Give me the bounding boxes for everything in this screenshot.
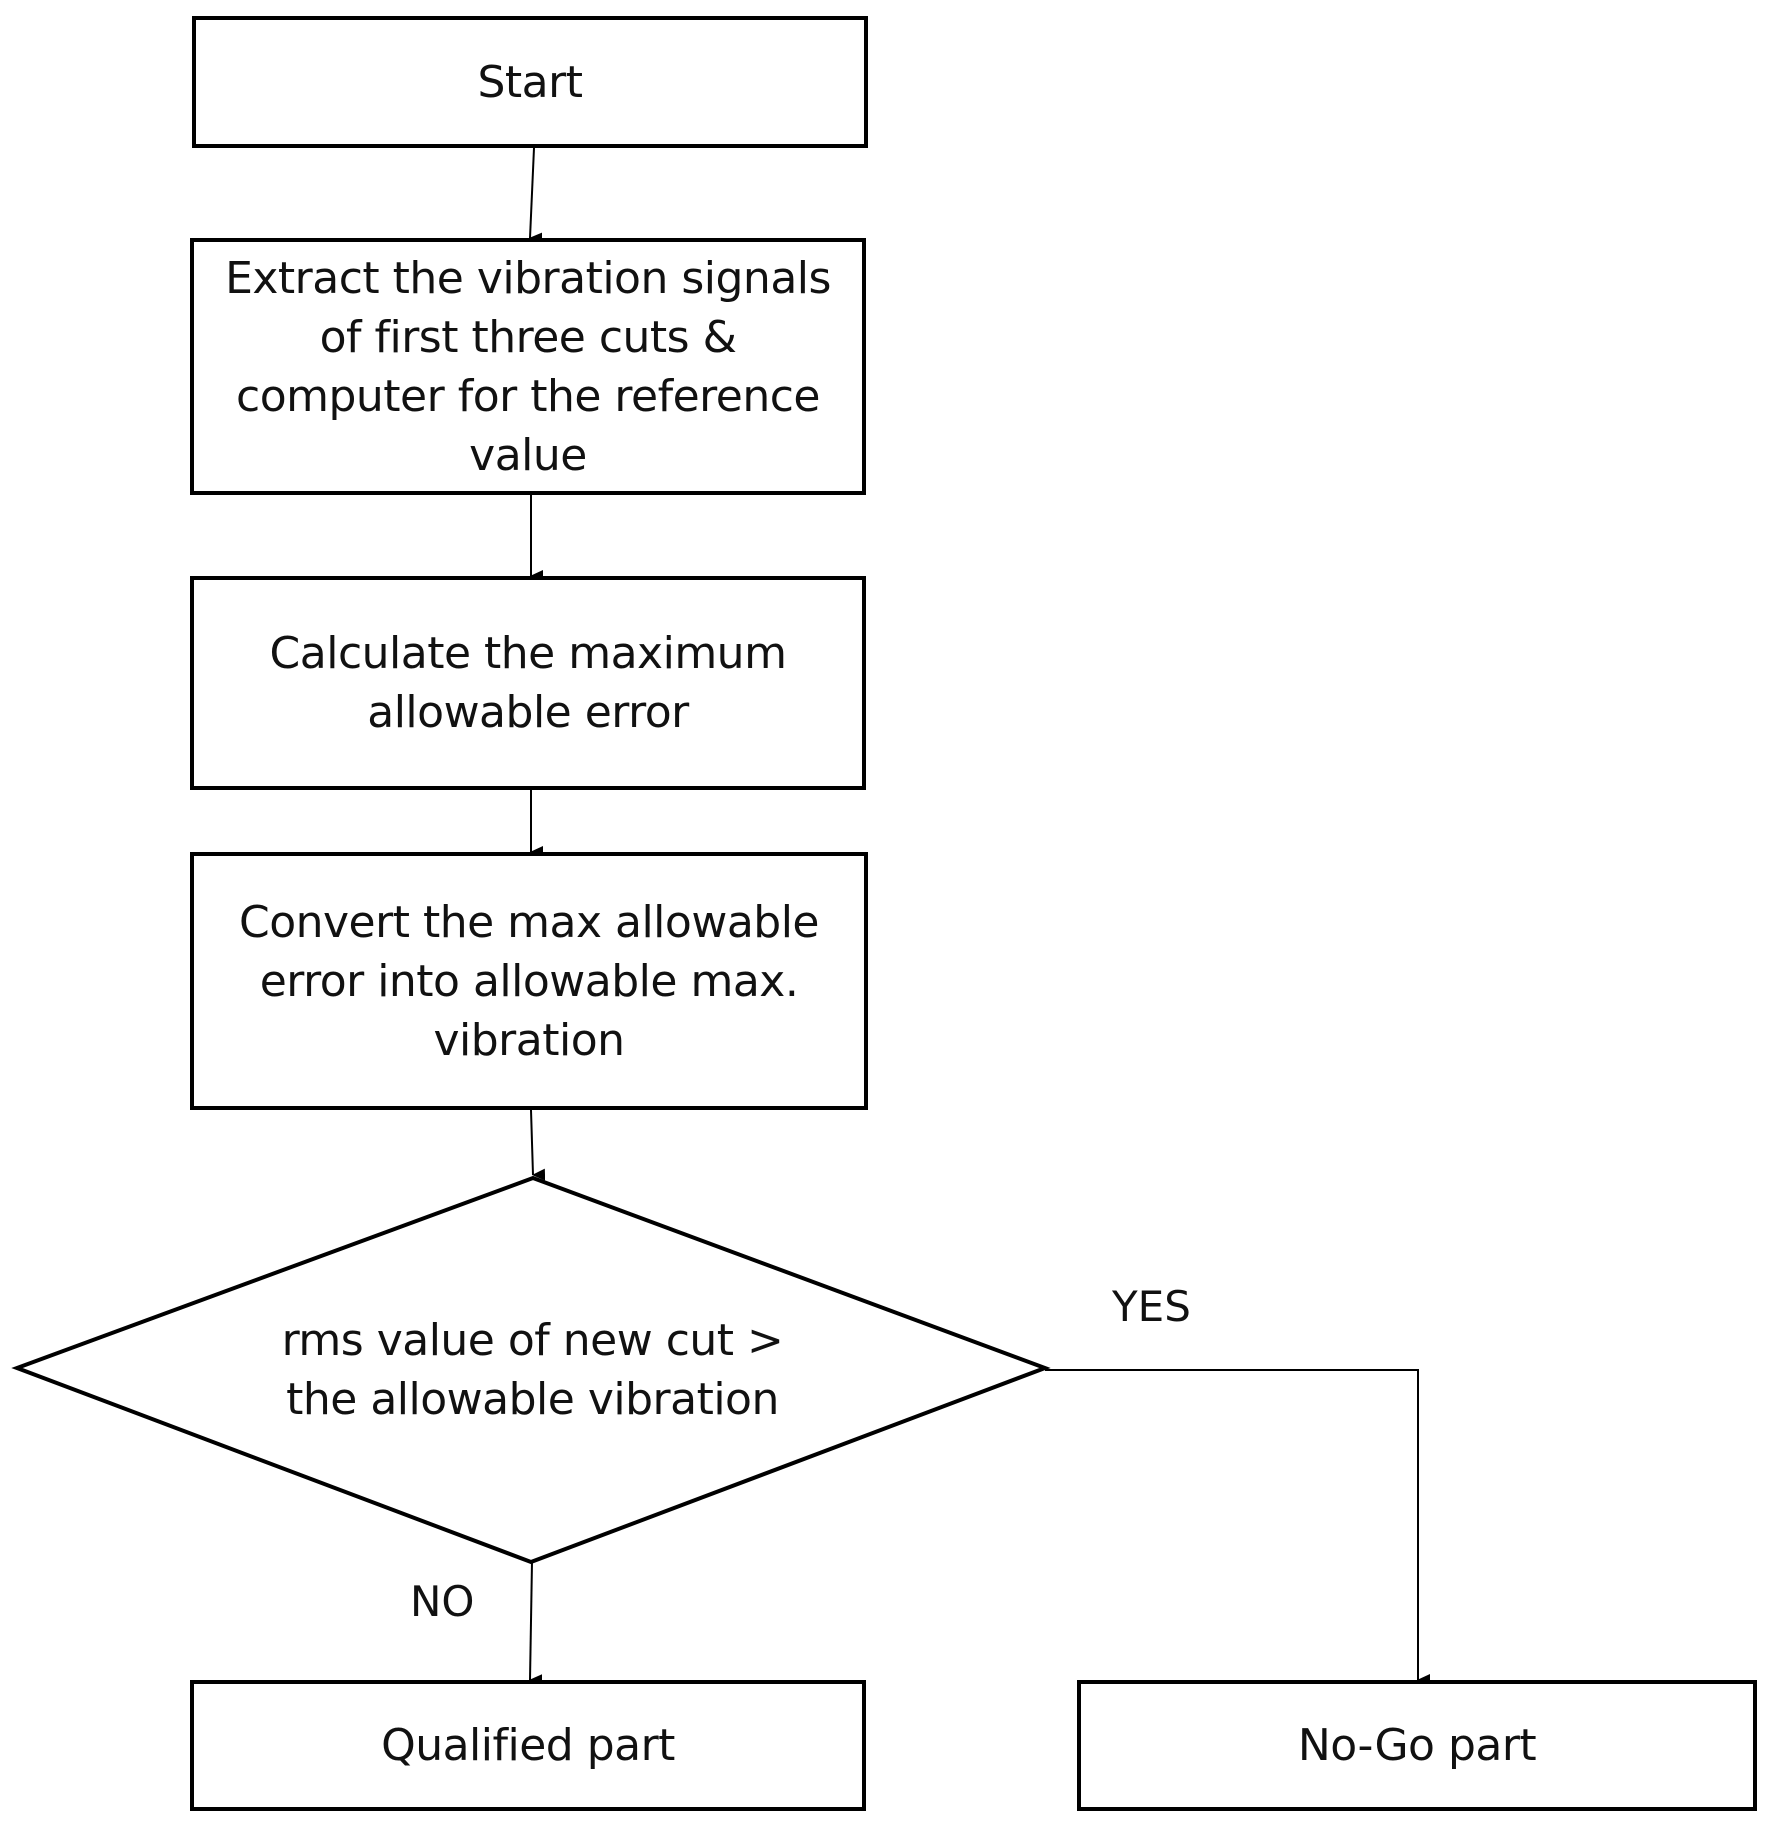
qualified-part-node: Qualified part	[190, 1680, 866, 1811]
start-node-label: Start	[477, 56, 584, 108]
arrow-convert-to-decision	[530, 1109, 546, 1181]
no-branch-label: NO	[410, 1577, 475, 1626]
decision-label: rms value of new cut > the allowable vib…	[281, 1315, 784, 1425]
yes-branch-label: YES	[1112, 1282, 1191, 1331]
arrow-decision-yes-to-nogo	[1045, 1369, 1430, 1686]
extract-signals-node: Extract the vibration signals of first t…	[190, 238, 866, 495]
calculate-error-node: Calculate the maximum allowable error	[190, 576, 866, 790]
start-node: Start	[192, 16, 868, 148]
decision-text-area: rms value of new cut > the allowable vib…	[260, 1300, 805, 1440]
calculate-error-label: Calculate the maximum allowable error	[269, 628, 787, 738]
nogo-part-node: No-Go part	[1077, 1680, 1757, 1811]
arrow-decision-no-to-qualified	[529, 1561, 543, 1687]
convert-error-label: Convert the max allowable error into all…	[238, 896, 820, 1066]
convert-error-node: Convert the max allowable error into all…	[190, 852, 868, 1110]
extract-signals-label: Extract the vibration signals of first t…	[225, 252, 831, 481]
qualified-part-label: Qualified part	[381, 1720, 675, 1771]
arrow-start-to-extract	[529, 147, 543, 245]
nogo-part-label: No-Go part	[1297, 1720, 1537, 1771]
